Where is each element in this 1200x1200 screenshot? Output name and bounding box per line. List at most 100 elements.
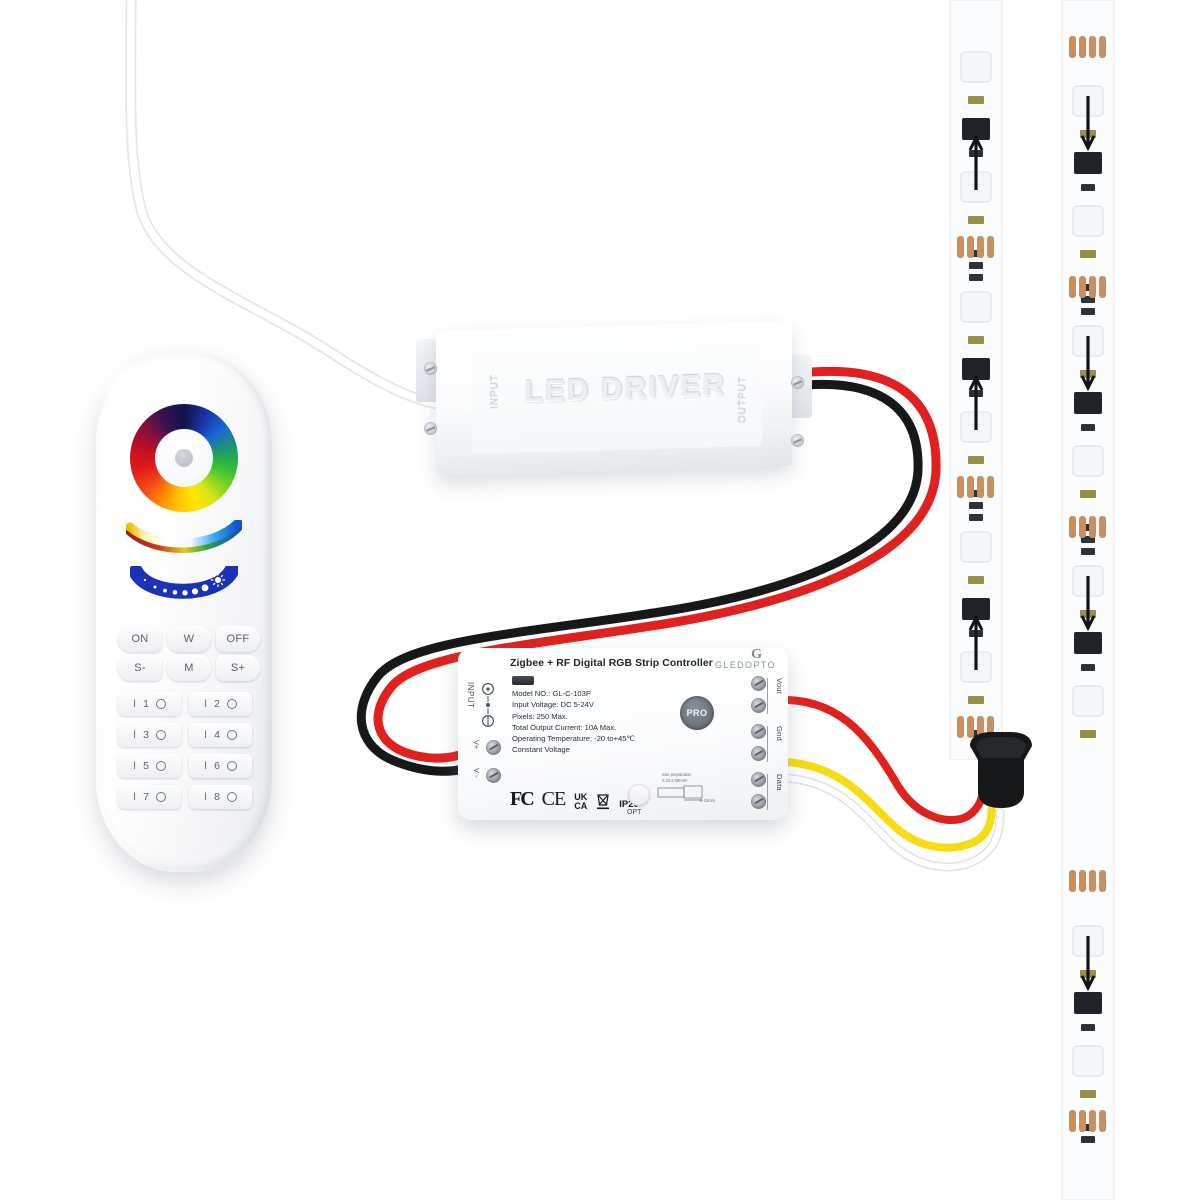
zone-key-2[interactable]: I 2 bbox=[189, 692, 252, 716]
button-off[interactable]: OFF bbox=[216, 626, 260, 652]
spec-temperature: Operating Temperature: -20 to+45℃ bbox=[512, 734, 635, 744]
zone-off-mark bbox=[155, 792, 166, 802]
zone-number: 1 bbox=[143, 698, 149, 710]
zone-number: 2 bbox=[214, 698, 220, 710]
button-speed-up[interactable]: S+ bbox=[216, 655, 260, 681]
brace bbox=[767, 678, 772, 714]
gledopto-logo-icon: G bbox=[751, 647, 762, 662]
led-strip-left bbox=[949, 0, 1003, 760]
remote-gloss bbox=[106, 366, 162, 666]
brand-name: GLEDOPTO bbox=[714, 660, 776, 670]
flow-arrow-down bbox=[1080, 96, 1096, 992]
input-label: INPUT bbox=[466, 682, 475, 709]
fcc-mark-icon: FC bbox=[510, 788, 535, 810]
zone-key-3[interactable]: I 3 bbox=[118, 723, 181, 747]
output-label-vout: Vout bbox=[775, 678, 784, 695]
driver-input-label: INPUT bbox=[490, 374, 501, 409]
opt-button[interactable] bbox=[628, 784, 650, 806]
zone-on-mark: I bbox=[133, 791, 137, 803]
controller-title: Zigbee + RF Digital RGB Strip Controller bbox=[510, 658, 713, 669]
zone-key-4[interactable]: I 4 bbox=[189, 723, 252, 747]
ic-chip bbox=[512, 676, 534, 685]
ukca-line2: CA bbox=[574, 801, 588, 811]
zone-on-mark: I bbox=[133, 698, 137, 710]
strip-connector-clip bbox=[970, 732, 1032, 808]
spec-voltage-type: Constant Voltage bbox=[512, 745, 570, 755]
button-speed-down[interactable]: S- bbox=[118, 655, 162, 681]
ukca-mark-icon: UK CA bbox=[574, 793, 587, 811]
dc-negative-wire bbox=[356, 379, 923, 776]
wire-preparation-diagram: wire preparation 0.33-2.08mm² 8-10mm bbox=[656, 772, 722, 806]
brightness-arc[interactable] bbox=[130, 566, 238, 606]
zone-number: 4 bbox=[214, 729, 220, 741]
zone-on-mark: I bbox=[204, 698, 208, 710]
polarity-icon bbox=[482, 683, 494, 727]
weee-bin-icon bbox=[597, 794, 610, 810]
zone-on-mark: I bbox=[204, 791, 208, 803]
button-w[interactable]: W bbox=[167, 626, 211, 652]
spec-list: Model NO.: GL-C-103P Input Voltage: DC 5… bbox=[512, 688, 687, 756]
zone-number: 6 bbox=[214, 760, 220, 772]
opt-button-label: OPT bbox=[627, 809, 642, 816]
certification-marks: FC CE UK CA IP20 bbox=[510, 788, 639, 811]
data-wire bbox=[783, 775, 1003, 870]
input-terminal-label-vminus: V - bbox=[472, 768, 481, 778]
spec-pixels: Pixels: 250 Max. bbox=[512, 711, 568, 721]
zone-key-6[interactable]: I 6 bbox=[189, 754, 252, 778]
output-terminal-vout-b[interactable] bbox=[751, 698, 766, 713]
output-terminal-data-b[interactable] bbox=[751, 794, 766, 809]
zone-key-7[interactable]: I 7 bbox=[118, 785, 181, 809]
output-label-gnd: Gnd bbox=[775, 726, 784, 741]
flow-arrow-up bbox=[968, 134, 984, 670]
gnd-wire bbox=[782, 758, 996, 852]
zone-number: 3 bbox=[143, 729, 149, 741]
strip-controller: G Zigbee + RF Digital RGB Strip Controll… bbox=[458, 647, 788, 820]
function-row-top: ON W OFF bbox=[118, 626, 260, 652]
zone-number: 5 bbox=[143, 760, 149, 772]
screw-icon bbox=[424, 422, 437, 435]
wire-prep-strip-length: 8-10mm bbox=[700, 798, 716, 803]
input-terminal-vminus[interactable] bbox=[486, 768, 501, 783]
output-terminal-gnd-a[interactable] bbox=[751, 724, 766, 739]
output-terminal-data-a[interactable] bbox=[751, 772, 766, 787]
screw-icon bbox=[791, 376, 804, 389]
zone-off-mark bbox=[155, 730, 166, 740]
zone-off-mark bbox=[155, 699, 166, 709]
brace bbox=[767, 726, 772, 762]
zone-off-mark bbox=[155, 761, 166, 771]
zone-key-1[interactable]: I 1 bbox=[118, 692, 181, 716]
touch-dot-icon bbox=[175, 449, 193, 467]
driver-output-label: OUTPUT bbox=[738, 376, 749, 424]
zone-key-5[interactable]: I 5 bbox=[118, 754, 181, 778]
pro-badge-label: PRO bbox=[686, 708, 708, 718]
sun-icon bbox=[210, 572, 226, 588]
input-terminal-vplus[interactable] bbox=[486, 740, 501, 755]
output-terminal-vout-a[interactable] bbox=[751, 676, 766, 691]
input-terminal-label-vplus: V+ bbox=[472, 740, 481, 750]
screw-icon bbox=[791, 434, 804, 447]
button-mode[interactable]: M bbox=[167, 655, 211, 681]
zone-number: 7 bbox=[143, 791, 149, 803]
rf-remote-control[interactable]: ON W OFF S- M S+ I 1 I 2 I 3 bbox=[96, 352, 272, 872]
zone-on-mark: I bbox=[133, 760, 137, 772]
color-wheel[interactable] bbox=[130, 404, 238, 512]
brace bbox=[767, 774, 772, 810]
led-driver: LED DRIVER INPUT OUTPUT bbox=[414, 316, 814, 481]
ce-mark-icon: CE bbox=[541, 788, 567, 810]
button-on[interactable]: ON bbox=[118, 626, 162, 652]
zone-off-mark bbox=[226, 792, 237, 802]
zone-key-8[interactable]: I 8 bbox=[189, 785, 252, 809]
zone-on-mark: I bbox=[204, 729, 208, 741]
function-row-bottom: S- M S+ bbox=[118, 655, 260, 681]
ac-input-cable bbox=[125, 0, 442, 410]
led-strip-right bbox=[1061, 0, 1115, 1200]
ukca-line1: UK bbox=[574, 792, 588, 802]
vout-wire bbox=[784, 696, 988, 824]
output-terminal-gnd-b[interactable] bbox=[751, 746, 766, 761]
zone-on-mark: I bbox=[133, 729, 137, 741]
spec-model: Model NO.: GL-C-103P bbox=[512, 689, 591, 698]
spec-input-voltage: Input Voltage: DC 5-24V bbox=[512, 700, 594, 710]
saturation-arc[interactable] bbox=[126, 520, 242, 560]
